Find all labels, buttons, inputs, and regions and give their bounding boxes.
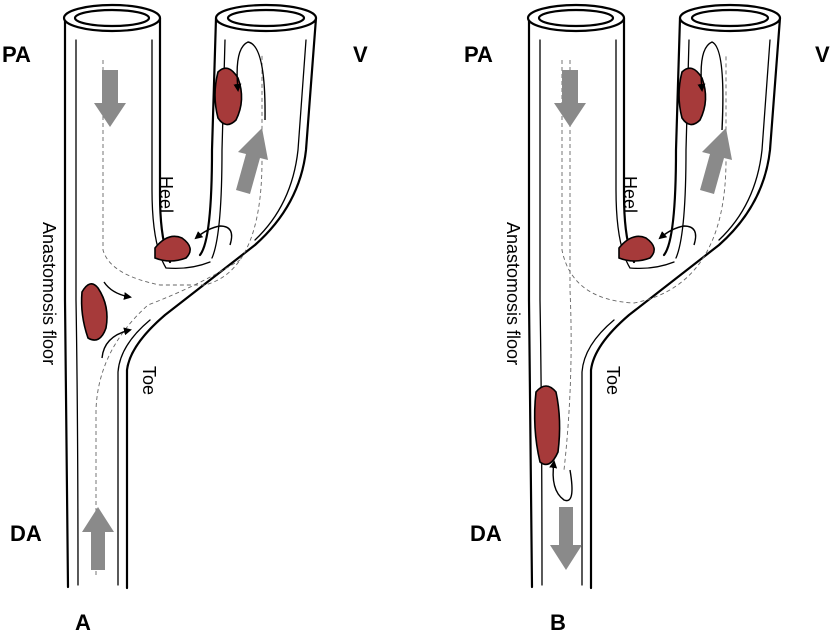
flow-arrow-vein-up (700, 128, 732, 194)
flow-arrow-floor-upper (103, 281, 132, 300)
thrombus-heel (618, 235, 655, 262)
thrombus-floor (80, 283, 108, 341)
recirculation-arrow-vein (233, 41, 266, 121)
label-pa: PA (2, 42, 31, 67)
flow-arrow-da-down (550, 507, 582, 570)
thrombus-vein (678, 67, 707, 126)
label-toe: Toe (603, 366, 623, 395)
label-v: V (353, 42, 368, 67)
thrombus-floor (533, 385, 561, 466)
thrombus-heel (154, 235, 191, 262)
flow-arrow-floor-lower (101, 327, 132, 359)
flow-arrow-pa-down (94, 70, 126, 127)
label-da: DA (10, 521, 42, 546)
label-v: V (815, 42, 830, 67)
recirculation-arrow-heel (194, 225, 233, 246)
label-toe: Toe (139, 366, 159, 395)
label-anastomosis-floor: Anastomosis floor (503, 222, 523, 365)
flow-arrow-da-up (82, 507, 114, 570)
recirculation-arrow-vein (697, 41, 724, 131)
panel-letter-b: B (550, 610, 566, 633)
recirculation-arrow-heel (658, 225, 697, 246)
panel-b: PA V DA B Heel Anastomosis floor Toe (464, 3, 830, 633)
panel-letter-a: A (75, 610, 91, 633)
flow-arrow-pa-down (554, 70, 586, 127)
label-anastomosis-floor: Anastomosis floor (39, 222, 59, 365)
recirculation-arrow-floor (549, 460, 573, 502)
label-heel: Heel (156, 176, 176, 213)
thrombus-vein (214, 67, 243, 126)
panel-a: PA V DA A Heel Anastomosis floor Toe (2, 3, 368, 633)
label-da: DA (470, 521, 502, 546)
flow-arrow-vein-up (236, 128, 268, 194)
label-heel: Heel (620, 176, 640, 213)
label-pa: PA (464, 42, 493, 67)
